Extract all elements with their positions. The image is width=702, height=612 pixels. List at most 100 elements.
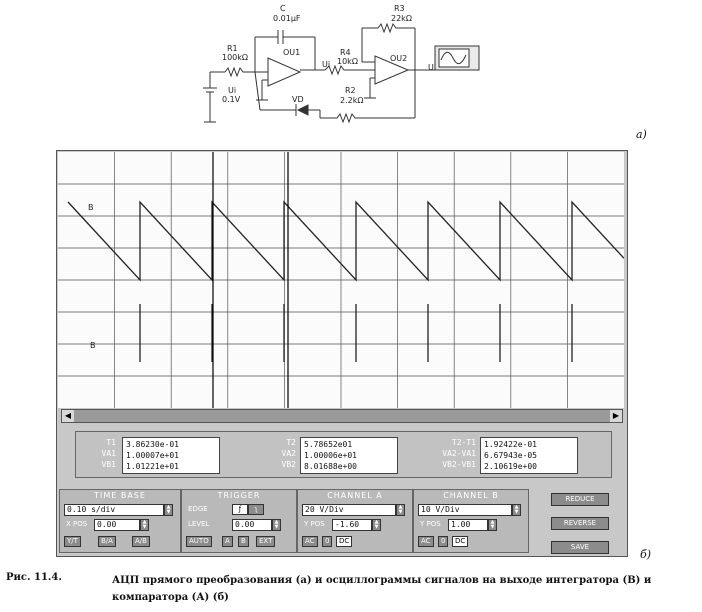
r2-label: R2 [345, 86, 356, 95]
channel-a-ypos-label: Y POS [304, 520, 325, 528]
source-value: 0.1V [222, 95, 241, 104]
t2-label: T2 [286, 438, 296, 447]
t1-label: T1 [106, 438, 116, 447]
channel-b-group: CHANNEL B 10 V/Div ▲▼ Y POS 1.00 ▲▼ AC 0… [413, 489, 529, 553]
x-pos-label: X POS [66, 520, 88, 528]
scroll-left-icon[interactable]: ◀ [62, 410, 74, 422]
va2-value: 1.00006e+01 [304, 451, 357, 460]
va1-value: 1.00007e+01 [126, 451, 179, 460]
diode-label: VD [292, 95, 304, 104]
channel-a-group: CHANNEL A 20 V/Div ▲▼ Y POS -1.60 ▲▼ AC … [297, 489, 413, 553]
trigger-group: TRIGGER EDGE ƒ ʅ LEVEL 0.00 ▲▼ AUTO A B … [181, 489, 297, 553]
vb-diff-value: 2.10619e+00 [484, 462, 537, 471]
t-diff-label: T2-T1 [451, 438, 476, 447]
channel-a-ypos-spinner-icon[interactable]: ▲▼ [372, 519, 381, 531]
channel-a-dc-button[interactable]: DC [336, 536, 353, 547]
capacitor-value: 0.01µF [273, 14, 301, 23]
t1-labels: T1 VA1 VB1 [82, 437, 116, 470]
t2-readout: 5.78652e01 1.00006e+01 8.01688e+00 [300, 437, 398, 474]
channel-a-title: CHANNEL A [327, 491, 383, 500]
cursor-readout-panel: T1 VA1 VB1 3.86230e-01 1.00007e+01 1.012… [75, 431, 612, 478]
output-node-label: Ui [428, 63, 437, 72]
save-button[interactable]: SAVE [551, 541, 609, 554]
level-label: LEVEL [188, 520, 210, 528]
ba-button[interactable]: B/A [98, 536, 116, 547]
level-field[interactable]: 0.00 [232, 519, 272, 531]
trigger-a-button[interactable]: A [222, 536, 233, 547]
diff-readout: 1.92422e-01 6.67943e-05 2.10619e+00 [480, 437, 578, 474]
waveform-display: B B [58, 152, 625, 408]
x-pos-field[interactable]: 0.00 [94, 519, 140, 531]
circuit-schematic [203, 22, 480, 124]
source-label: Ui [228, 86, 237, 95]
ab-button[interactable]: A/B [132, 536, 150, 547]
channel-a-scale-field[interactable]: 20 V/Div [302, 504, 396, 516]
figure-number: Рис. 11.4. [6, 572, 62, 583]
side-buttons: REDUCE REVERSE SAVE [551, 491, 611, 555]
reduce-button[interactable]: REDUCE [551, 493, 609, 506]
mid-node-label: Ui [322, 60, 331, 69]
figure-caption: АЦП прямого преобразования (а) и осцилло… [112, 575, 652, 603]
trigger-ext-button[interactable]: EXT [256, 536, 276, 547]
trigger-b-button[interactable]: B [238, 536, 249, 547]
r4-value: 10kΩ [337, 57, 358, 66]
ou2-label: OU2 [390, 54, 408, 63]
edge-label: EDGE [188, 505, 208, 513]
t-diff-value: 1.92422e-01 [484, 440, 537, 449]
channel-b-ypos-field[interactable]: 1.00 [448, 519, 488, 531]
vb1-value: 1.01221e+01 [126, 462, 179, 471]
r1-value: 100kΩ [222, 53, 249, 62]
part-a-label: a) [636, 128, 647, 141]
vb2-label: VB2 [281, 460, 296, 469]
t2-value: 5.78652e01 [304, 440, 353, 449]
t1-value: 3.86230e-01 [126, 440, 179, 449]
channel-b-spinner-icon[interactable]: ▲▼ [512, 504, 521, 516]
scroll-right-icon[interactable]: ▶ [610, 410, 622, 422]
channel-a-ypos-field[interactable]: -1.60 [332, 519, 372, 531]
part-b-label: б) [640, 548, 652, 561]
horizontal-scrollbar[interactable]: ◀ ▶ [61, 409, 623, 423]
edge-falling-button[interactable]: ʅ [248, 504, 264, 515]
oscilloscope-window: B B ◀ ▶ T1 VA1 VB1 3.86230e-01 1.00007e+… [56, 150, 628, 557]
trigger-auto-button[interactable]: AUTO [186, 536, 212, 547]
channel-a-zero-button[interactable]: 0 [322, 536, 333, 547]
channel-b-title: CHANNEL B [443, 491, 499, 500]
va1-label: VA1 [101, 449, 116, 458]
reverse-button[interactable]: REVERSE [551, 517, 609, 530]
r4-label: R4 [340, 48, 351, 57]
edge-rising-button[interactable]: ƒ [232, 504, 248, 515]
r3-value: 22kΩ [391, 14, 412, 23]
channel-a-spinner-icon[interactable]: ▲▼ [396, 504, 405, 516]
r1-label: R1 [227, 44, 238, 53]
channel-b-ac-button[interactable]: AC [418, 536, 434, 547]
trace-a-label: B [90, 341, 96, 350]
va-diff-label: VA2-VA1 [442, 449, 476, 458]
va2-label: VA2 [281, 449, 296, 458]
vb-diff-label: VB2-VB1 [442, 460, 476, 469]
channel-a-ac-button[interactable]: AC [302, 536, 318, 547]
time-base-title: TIME BASE [94, 491, 146, 500]
channel-b-scale-field[interactable]: 10 V/Div [418, 504, 512, 516]
channel-b-dc-button[interactable]: DC [452, 536, 469, 547]
vb1-label: VB1 [101, 460, 116, 469]
yt-button[interactable]: Y/T [64, 536, 81, 547]
ou1-label: OU1 [283, 48, 301, 57]
t2-labels: T2 VA2 VB2 [262, 437, 296, 470]
time-base-spinner-icon[interactable]: ▲▼ [164, 504, 173, 516]
trace-b-label: B [88, 203, 94, 212]
r2-value: 2.2kΩ [340, 96, 364, 105]
level-spinner-icon[interactable]: ▲▼ [272, 519, 281, 531]
t1-readout: 3.86230e-01 1.00007e+01 1.01221e+01 [122, 437, 220, 474]
time-base-field[interactable]: 0.10 s/div [64, 504, 164, 516]
va-diff-value: 6.67943e-05 [484, 451, 537, 460]
trigger-title: TRIGGER [217, 491, 261, 500]
oscilloscope-screen: B B [58, 152, 625, 408]
vb2-value: 8.01688e+00 [304, 462, 357, 471]
time-base-group: TIME BASE 0.10 s/div ▲▼ X POS 0.00 ▲▼ Y/… [59, 489, 181, 553]
diff-labels: T2-T1 VA2-VA1 VB2-VB1 [428, 437, 476, 470]
channel-b-ypos-spinner-icon[interactable]: ▲▼ [488, 519, 497, 531]
capacitor-label: C [280, 4, 286, 13]
integrator-trace [67, 200, 625, 282]
x-pos-spinner-icon[interactable]: ▲▼ [140, 519, 149, 531]
channel-b-zero-button[interactable]: 0 [438, 536, 449, 547]
